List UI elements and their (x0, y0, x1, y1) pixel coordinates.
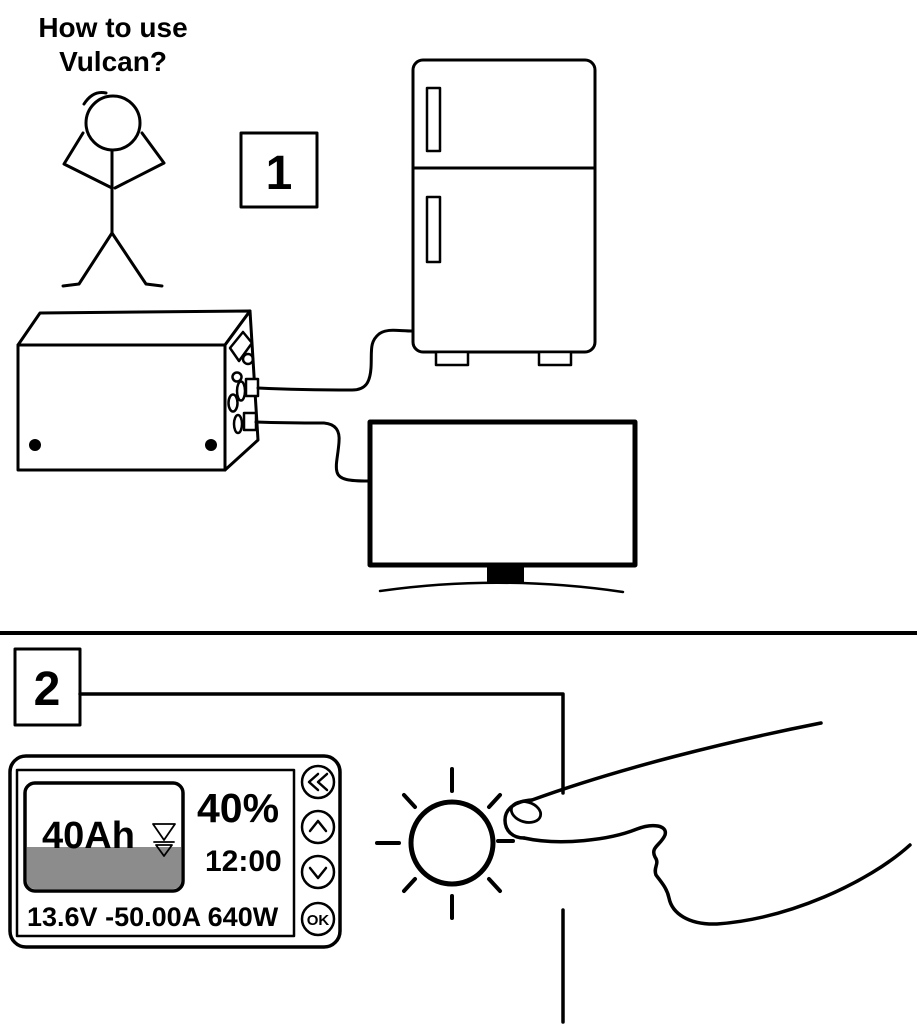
powerbox-top-face (16, 309, 252, 347)
fridge-foot-right (537, 350, 573, 367)
person-arm-left (62, 131, 114, 190)
step-2-marker: 2 (13, 647, 82, 727)
level-indicator-icon (152, 823, 176, 857)
tv-screen (367, 419, 638, 568)
vulcan-power-station-figure (16, 309, 260, 472)
person-figure (61, 91, 166, 288)
sun-rays (375, 767, 515, 920)
hand-top-edge (530, 721, 823, 802)
tv-figure (367, 419, 638, 594)
powerbox-screw-right (205, 439, 217, 451)
tv-stand-neck (487, 566, 524, 584)
ok-button[interactable]: OK (300, 901, 336, 937)
powerbox-screw-left (29, 439, 41, 451)
powerbox-plug-top (244, 377, 260, 398)
cable-to-refrigerator (256, 328, 415, 392)
person-arm-right (113, 131, 166, 190)
powerbox-plug-bottom (242, 411, 258, 432)
voltage-value: 13.6V (27, 902, 98, 932)
step-2-box (13, 647, 82, 727)
battery-gauge-outline (23, 781, 185, 893)
powerbox-button-top (241, 352, 255, 366)
fridge-body (411, 58, 597, 354)
fridge-handle-bottom (425, 195, 442, 264)
control-panel-figure: 40Ah 40% 12:00 13.6V -50.00A 640W (8, 754, 342, 949)
person-hair-curl (82, 91, 108, 106)
back-button[interactable] (300, 764, 336, 800)
sun-button[interactable] (375, 767, 515, 920)
page-title-line1: How to use (38, 12, 187, 43)
step-1-scene: How to use Vulcan? 1 (16, 12, 638, 594)
step-1-box (239, 131, 319, 209)
up-button[interactable] (300, 809, 336, 845)
chevron-down-icon (308, 866, 328, 880)
page-title-line2: Vulcan? (59, 46, 167, 77)
double-chevron-left-icon (307, 772, 329, 792)
refrigerator-figure (411, 58, 597, 367)
fingernail (509, 800, 543, 824)
powerbox-front-face (16, 343, 227, 472)
cable-to-tv (254, 420, 370, 483)
step-1-marker: 1 (239, 131, 319, 209)
powerbox-button-small (231, 371, 243, 383)
step-2-scene: 2 40Ah 40% 12:00 13.6V -50.00A 640W (8, 647, 912, 1024)
powerbox-port-2 (227, 393, 239, 413)
step-1-number: 1 (266, 147, 293, 200)
powerbox-port-3 (232, 413, 244, 435)
powerbox-display (228, 330, 254, 363)
fridge-foot-left (434, 350, 470, 367)
power-readings: 13.6V -50.00A 640W (27, 902, 279, 932)
down-button[interactable] (300, 854, 336, 890)
sun-icon (408, 799, 496, 887)
battery-gauge-fill (27, 847, 181, 889)
tv-stand-base (378, 581, 625, 594)
step-2-connector-line (78, 692, 565, 1024)
chevron-up-icon (308, 819, 328, 833)
pointing-hand-figure (503, 721, 912, 926)
power-value: 640W (208, 902, 279, 932)
current-value: -50.00A (105, 902, 201, 932)
battery-gauge: 40Ah (23, 781, 185, 893)
hand-bottom-edge-knuckles (522, 823, 912, 926)
time-value: 12:00 (205, 845, 282, 878)
battery-capacity-value: 40Ah (42, 815, 135, 857)
person-leg-left (61, 231, 114, 288)
ok-button-label: OK (307, 912, 330, 929)
person-leg-right (110, 231, 164, 288)
charge-percent-value: 40% (197, 785, 279, 831)
step-2-number: 2 (34, 663, 61, 716)
section-divider (0, 631, 917, 635)
fridge-handle-top (425, 86, 442, 153)
